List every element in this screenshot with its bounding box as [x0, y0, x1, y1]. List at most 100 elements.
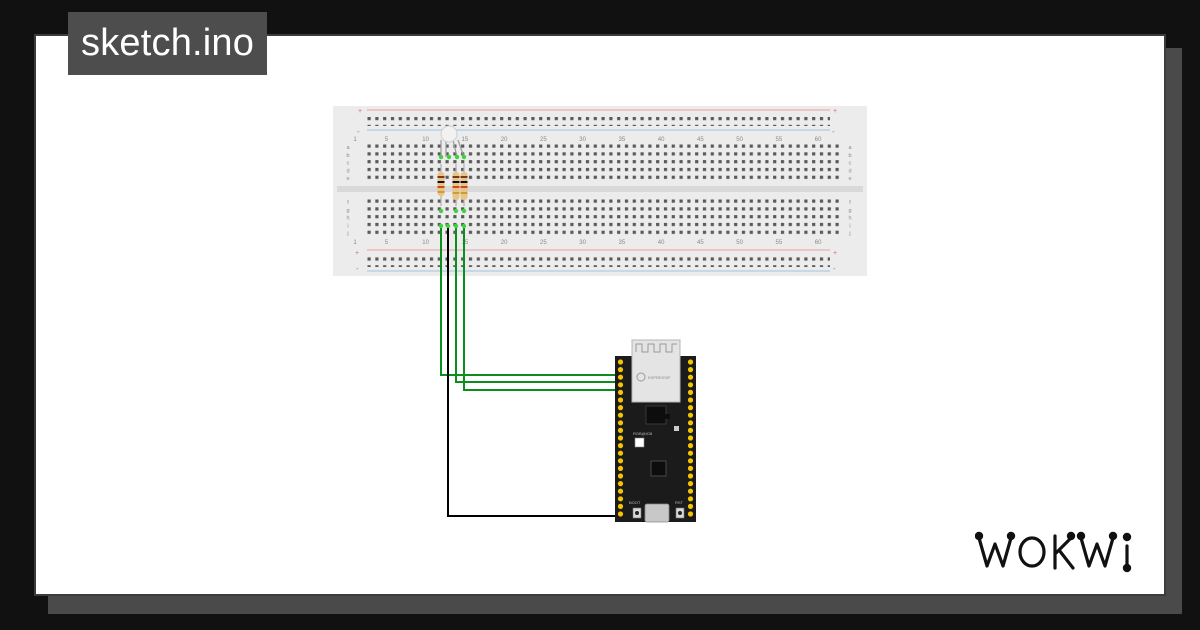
- row-label: a: [346, 145, 350, 151]
- rail-minus-label-top: -: [357, 127, 360, 136]
- header-pin[interactable]: [687, 435, 694, 441]
- column-label: 1: [353, 240, 357, 246]
- header-pin[interactable]: [617, 450, 624, 456]
- column-label: 25: [540, 240, 547, 246]
- header-pin[interactable]: [617, 427, 624, 433]
- column-label: 40: [658, 240, 665, 246]
- header-pin[interactable]: [617, 503, 624, 509]
- project-title: sketch.ino: [68, 12, 268, 75]
- header-pin[interactable]: [687, 374, 694, 380]
- header-pin[interactable]: [687, 367, 694, 373]
- header-pin[interactable]: [687, 481, 694, 487]
- resistor-2[interactable]: [452, 164, 460, 214]
- header-pin[interactable]: [617, 397, 624, 403]
- mcu-chip: [650, 460, 667, 477]
- wire-green-channel[interactable]: [455, 226, 616, 383]
- wires[interactable]: [438, 223, 616, 517]
- rail-minus-label-bottom: -: [356, 264, 359, 273]
- header-pin[interactable]: [687, 427, 694, 433]
- header-pin[interactable]: [687, 405, 694, 411]
- header-pin[interactable]: [687, 382, 694, 388]
- header-pin[interactable]: [617, 435, 624, 441]
- rail-holes-bottom[interactable]: [367, 255, 830, 267]
- resistor-3[interactable]: [460, 164, 468, 214]
- header-pin[interactable]: [617, 465, 624, 471]
- row-label: e: [848, 176, 851, 182]
- rail-plus-label-bottom: +: [355, 250, 359, 257]
- column-label: 10: [422, 240, 429, 246]
- wire-red-channel[interactable]: [440, 226, 616, 376]
- wire-ground[interactable]: [447, 226, 616, 517]
- column-label: 50: [736, 137, 743, 143]
- column-label: 40: [658, 137, 665, 143]
- resistor-1[interactable]: [437, 164, 445, 214]
- row-label: e: [346, 176, 349, 182]
- header-pin[interactable]: [687, 511, 694, 517]
- rgb-led[interactable]: [438, 125, 467, 160]
- wifi-module: [631, 339, 681, 403]
- row-label: i: [849, 223, 850, 229]
- row-label: j: [346, 231, 348, 237]
- header-pin[interactable]: [687, 488, 694, 494]
- module-label: ESPRESSIF: [648, 375, 671, 380]
- board-pin-headers[interactable]: [617, 359, 694, 517]
- header-pin[interactable]: [617, 473, 624, 479]
- header-pin[interactable]: [687, 443, 694, 449]
- header-pin[interactable]: [687, 397, 694, 403]
- row-label: g: [346, 208, 349, 214]
- header-pin[interactable]: [617, 374, 624, 380]
- led-label: RGB@IO8: [633, 431, 653, 436]
- row-label: j: [848, 231, 850, 237]
- header-pin[interactable]: [617, 389, 624, 395]
- header-pin[interactable]: [687, 412, 694, 418]
- rail-plus-label-top: +: [358, 108, 362, 115]
- header-pin[interactable]: [687, 496, 694, 502]
- header-pin[interactable]: [617, 405, 624, 411]
- usb-port: [644, 503, 670, 523]
- header-pin[interactable]: [687, 473, 694, 479]
- header-pin[interactable]: [617, 359, 624, 365]
- terminal-holes-bottom[interactable]: [367, 199, 841, 235]
- column-label: 15: [462, 240, 469, 246]
- column-label: 55: [776, 137, 783, 143]
- column-label: 1: [353, 137, 357, 143]
- header-pin[interactable]: [617, 511, 624, 517]
- esp32-board[interactable]: ESPRESSIF RGB@IO8 BOOT RST: [615, 339, 696, 523]
- header-pin[interactable]: [617, 420, 624, 426]
- header-pin[interactable]: [617, 488, 624, 494]
- column-label: 20: [501, 240, 508, 246]
- header-pin[interactable]: [617, 367, 624, 373]
- header-pin[interactable]: [687, 503, 694, 509]
- rail-plus-label-top-right: +: [833, 108, 837, 115]
- header-pin[interactable]: [617, 458, 624, 464]
- row-label: i: [347, 223, 348, 229]
- header-pin[interactable]: [687, 465, 694, 471]
- column-label: 10: [422, 137, 429, 143]
- header-pin[interactable]: [687, 389, 694, 395]
- column-label: 35: [619, 137, 626, 143]
- header-pin[interactable]: [687, 450, 694, 456]
- reset-label: RST: [675, 500, 684, 505]
- row-label: b: [848, 153, 851, 159]
- header-pin[interactable]: [687, 458, 694, 464]
- column-label: 60: [815, 240, 822, 246]
- row-label: f: [849, 200, 851, 206]
- header-pin[interactable]: [617, 412, 624, 418]
- header-pin[interactable]: [617, 382, 624, 388]
- column-label: 45: [697, 240, 704, 246]
- row-label: g: [848, 208, 851, 214]
- column-label: 20: [501, 137, 508, 143]
- rail-holes-top[interactable]: [367, 114, 830, 126]
- wire-blue-channel[interactable]: [463, 226, 616, 391]
- header-pin[interactable]: [617, 443, 624, 449]
- header-pin[interactable]: [687, 420, 694, 426]
- header-pin[interactable]: [617, 481, 624, 487]
- rail-minus-label-top-right: -: [832, 127, 835, 136]
- row-label: a: [848, 145, 852, 151]
- header-pin[interactable]: [687, 359, 694, 365]
- header-pin[interactable]: [617, 496, 624, 502]
